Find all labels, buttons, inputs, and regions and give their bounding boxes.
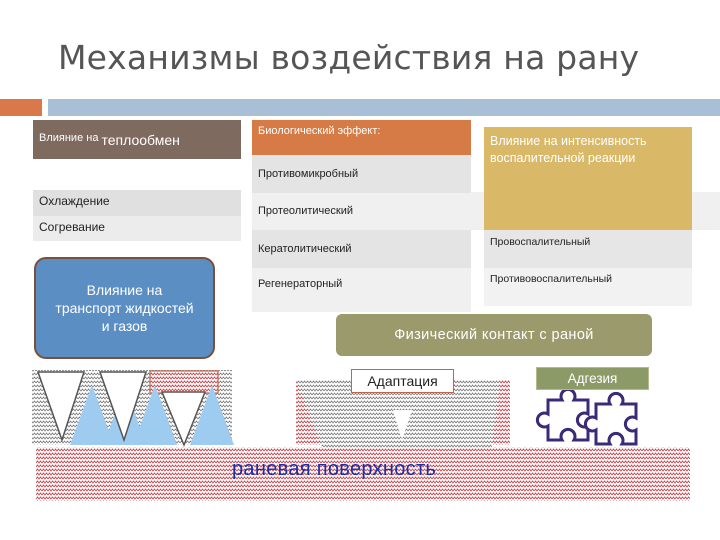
transport-box: Влияние на транспорт жидкостей и газов bbox=[34, 257, 215, 359]
thermal-header: Влияние на теплообмен bbox=[33, 120, 241, 159]
white-triangle bbox=[98, 371, 148, 443]
contact-box: Физический контакт с раной bbox=[336, 314, 652, 356]
bio-item-keratolytic: Кератолитический bbox=[252, 230, 471, 268]
inflammation-item-pro: Провоспалительный bbox=[484, 230, 692, 268]
thermal-item-cooling: Охлаждение bbox=[33, 190, 241, 216]
bio-item-regenerative: Регенераторный bbox=[252, 268, 471, 312]
small-red-frame bbox=[149, 370, 219, 394]
transport-label: Влияние на транспорт жидкостей и газов bbox=[55, 282, 194, 334]
thermal-spacer bbox=[33, 159, 241, 190]
adaptation-box: Адаптация bbox=[351, 369, 454, 393]
blue-triangle bbox=[190, 385, 234, 445]
thermal-item-warming: Согревание bbox=[33, 216, 241, 241]
wound-surface bbox=[36, 447, 690, 501]
blue-triangle bbox=[133, 385, 177, 445]
thermal-header-small: Влияние на bbox=[39, 132, 99, 144]
adhesion-box: Адгезия bbox=[536, 367, 649, 390]
white-triangle bbox=[36, 371, 86, 443]
inflammation-item-anti: Противовоспалительный bbox=[484, 268, 692, 306]
white-triangle bbox=[160, 391, 207, 447]
page-title: Механизмы воздействия на рану bbox=[58, 38, 640, 77]
inflammation-header: Влияние на интенсивность воспалительной … bbox=[484, 127, 692, 230]
thermal-header-big: теплообмен bbox=[101, 132, 180, 148]
bio-item-antimicrobial: Противомикробный bbox=[252, 155, 471, 193]
adaptation-wedge bbox=[393, 410, 412, 440]
blue-triangle bbox=[70, 385, 114, 445]
puzzle-icon bbox=[535, 387, 638, 446]
wound-surface-label: раневая поверхность bbox=[232, 458, 437, 480]
bio-header: Биологический эффект: bbox=[252, 120, 471, 155]
accent-bar-blue bbox=[48, 99, 720, 116]
accent-bar-orange bbox=[0, 99, 42, 116]
